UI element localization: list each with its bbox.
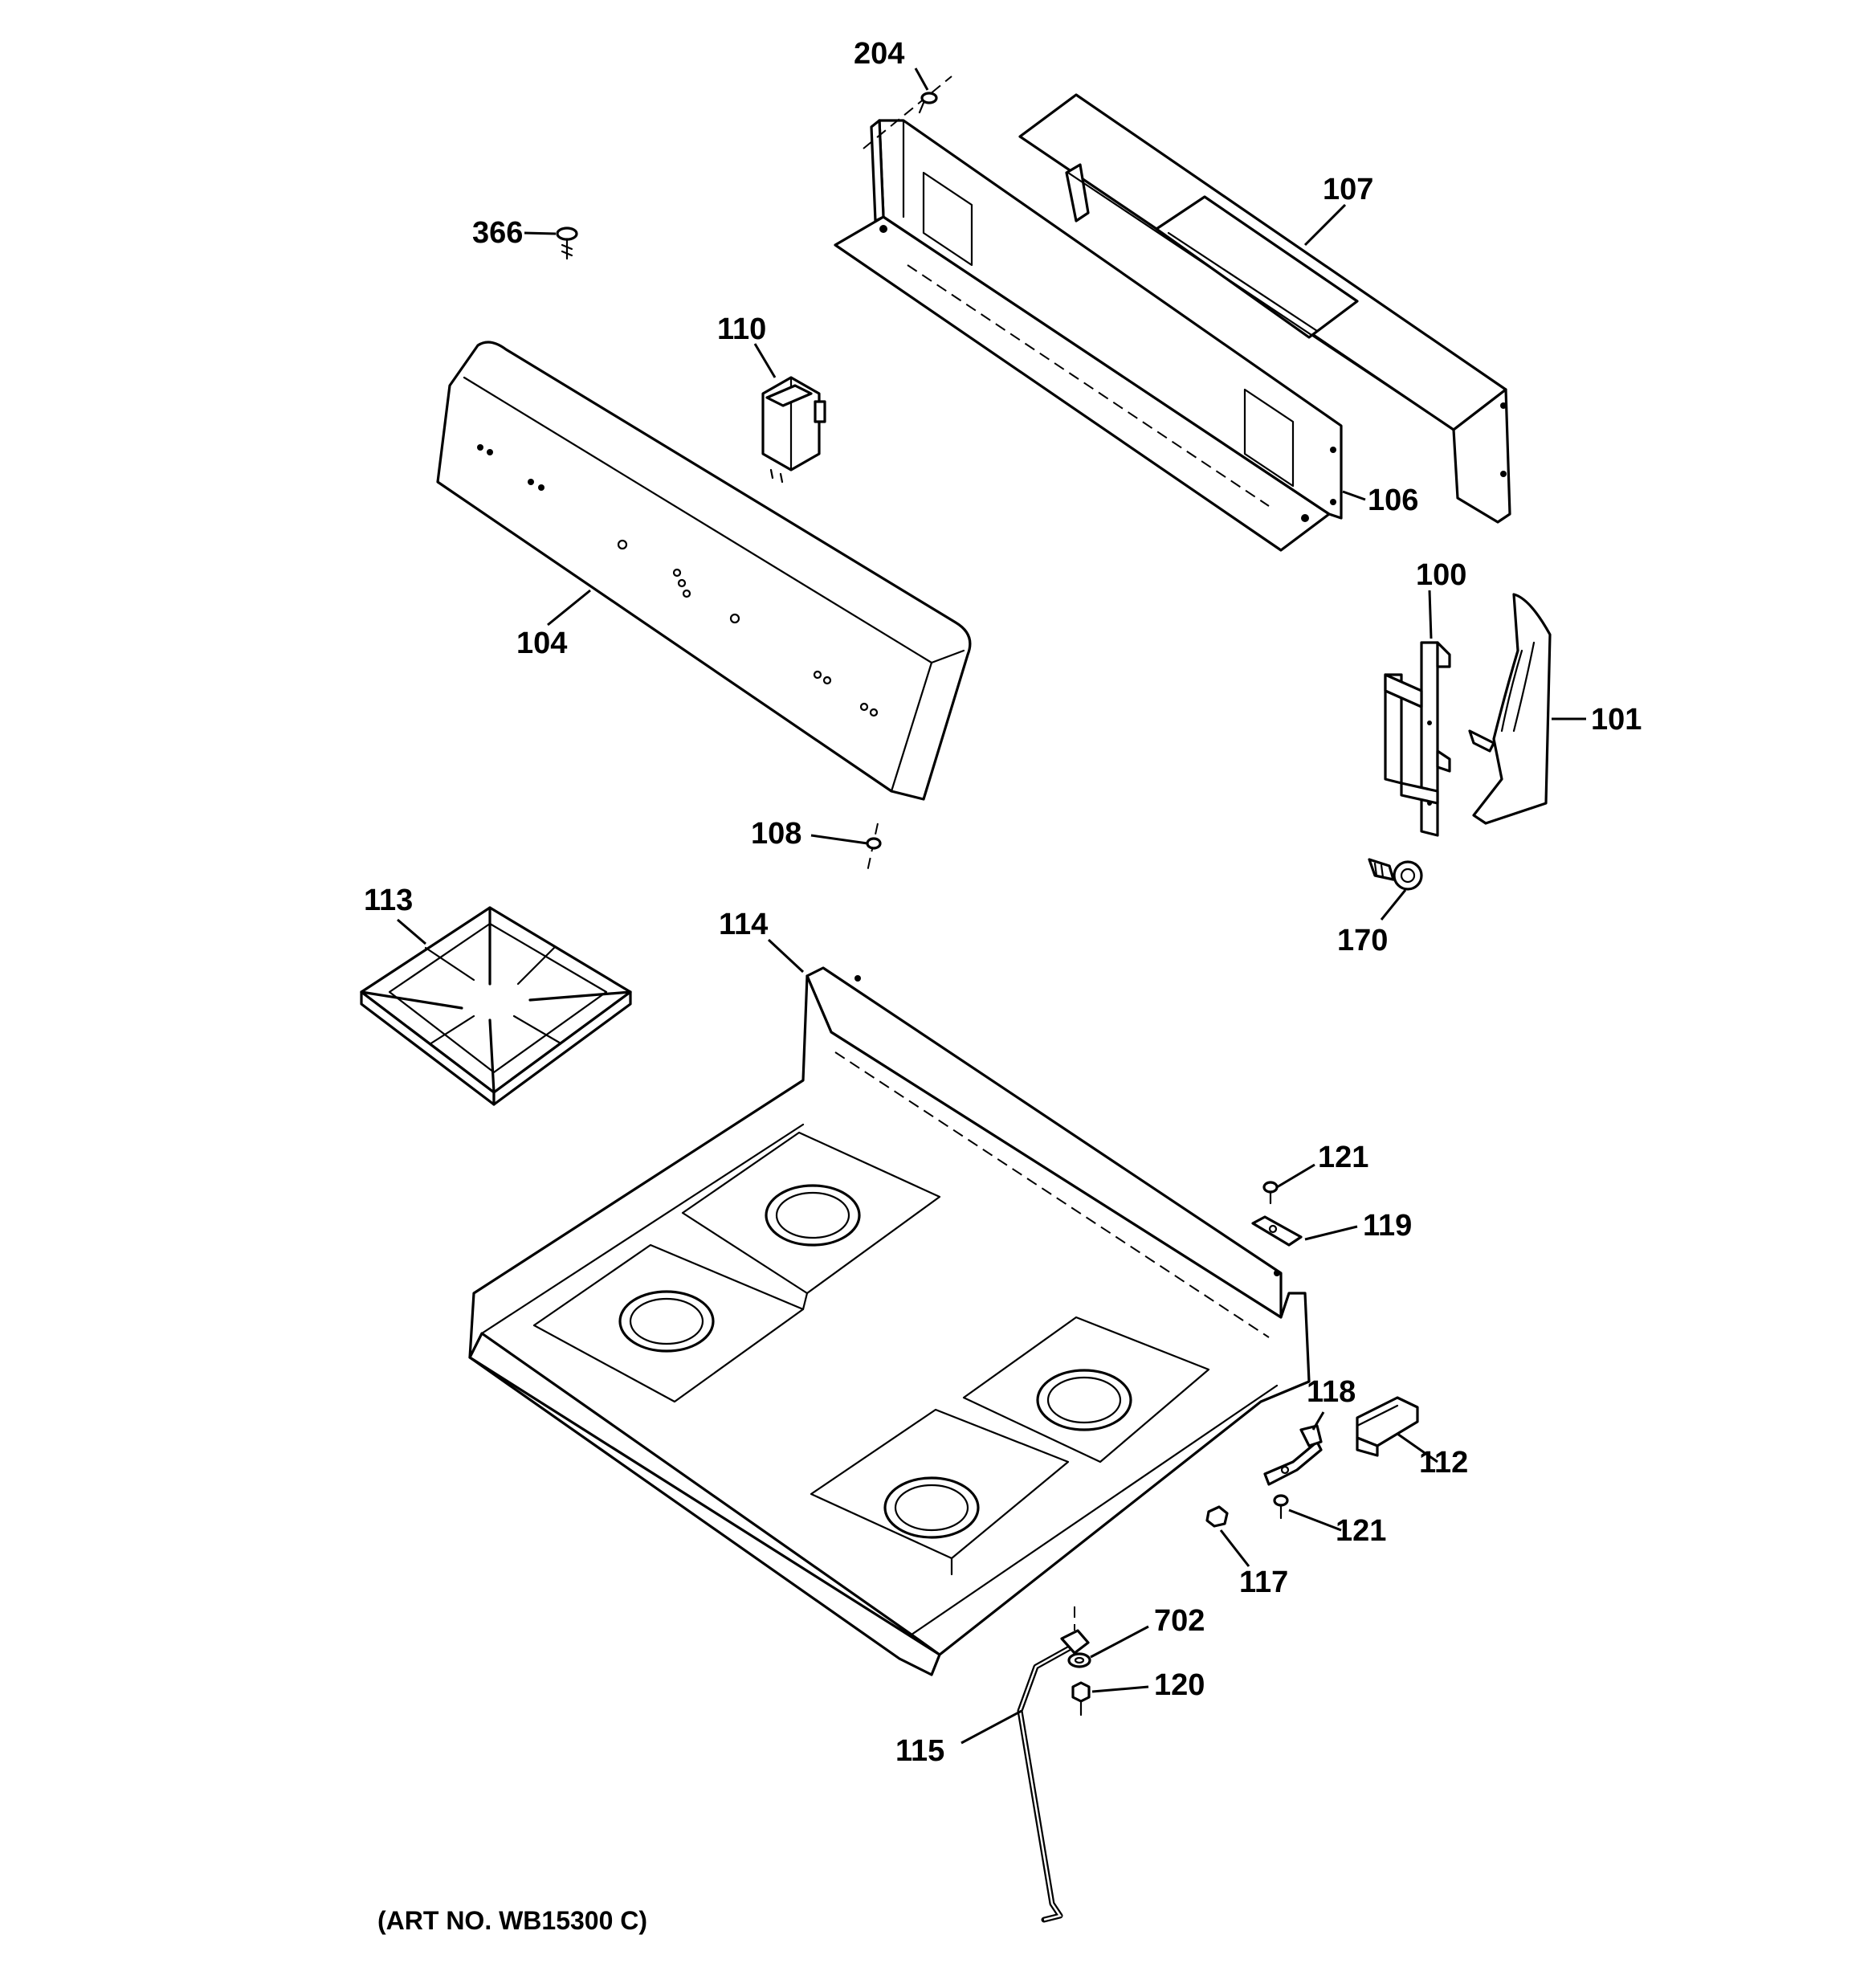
callout-107: 107 <box>1323 173 1373 206</box>
part-121-upper-screw <box>1262 1181 1279 1205</box>
callout-labels: 204 107 366 110 106 104 100 101 108 170 … <box>364 37 1642 1768</box>
callout-120: 120 <box>1154 1668 1205 1702</box>
part-112-bracket <box>1356 1396 1419 1457</box>
part-115-rod <box>1017 1606 1090 1923</box>
callout-170: 170 <box>1337 924 1388 957</box>
callout-108: 108 <box>751 817 801 851</box>
part-101-side-trim <box>1468 593 1552 825</box>
part-114-cooktop <box>468 966 1311 1676</box>
art-number: (ART NO. WB15300 C) <box>377 1906 647 1935</box>
callout-100: 100 <box>1416 558 1466 592</box>
callout-118: 118 <box>1307 1375 1356 1409</box>
part-108-screw <box>866 823 882 872</box>
callout-119: 119 <box>1363 1209 1412 1243</box>
part-118-hinge <box>1263 1424 1323 1486</box>
part-106-rear-bracket <box>834 119 1343 552</box>
part-120-nut <box>1071 1681 1091 1717</box>
callout-104: 104 <box>516 627 567 660</box>
callout-702: 702 <box>1154 1604 1205 1638</box>
callout-204: 204 <box>854 37 904 71</box>
part-702-washer <box>1067 1652 1091 1668</box>
callout-106: 106 <box>1368 484 1418 517</box>
part-104-backsplash <box>436 341 972 801</box>
part-113-burner-grate <box>360 906 632 1106</box>
callout-113: 113 <box>364 884 413 917</box>
part-170-screw <box>1368 858 1423 891</box>
callout-112: 112 <box>1419 1446 1468 1480</box>
part-204-screw <box>863 76 952 149</box>
callout-114: 114 <box>719 908 768 941</box>
callout-110: 110 <box>717 312 766 346</box>
callout-115: 115 <box>895 1734 944 1768</box>
callout-121-upper: 121 <box>1318 1141 1368 1174</box>
part-366-screw <box>556 227 578 260</box>
leader-lines <box>397 67 1586 1745</box>
callout-101: 101 <box>1591 703 1642 737</box>
callout-121-lower: 121 <box>1336 1514 1386 1548</box>
part-119-bracket <box>1251 1215 1303 1247</box>
callout-117: 117 <box>1239 1565 1288 1599</box>
callout-366: 366 <box>472 216 523 250</box>
part-110-switch <box>761 376 826 484</box>
part-107-rear-cover <box>1018 93 1511 524</box>
part-100-side-bracket <box>1384 641 1451 837</box>
part-121-lower-screw <box>1273 1494 1289 1520</box>
part-117-nut <box>1205 1505 1229 1528</box>
